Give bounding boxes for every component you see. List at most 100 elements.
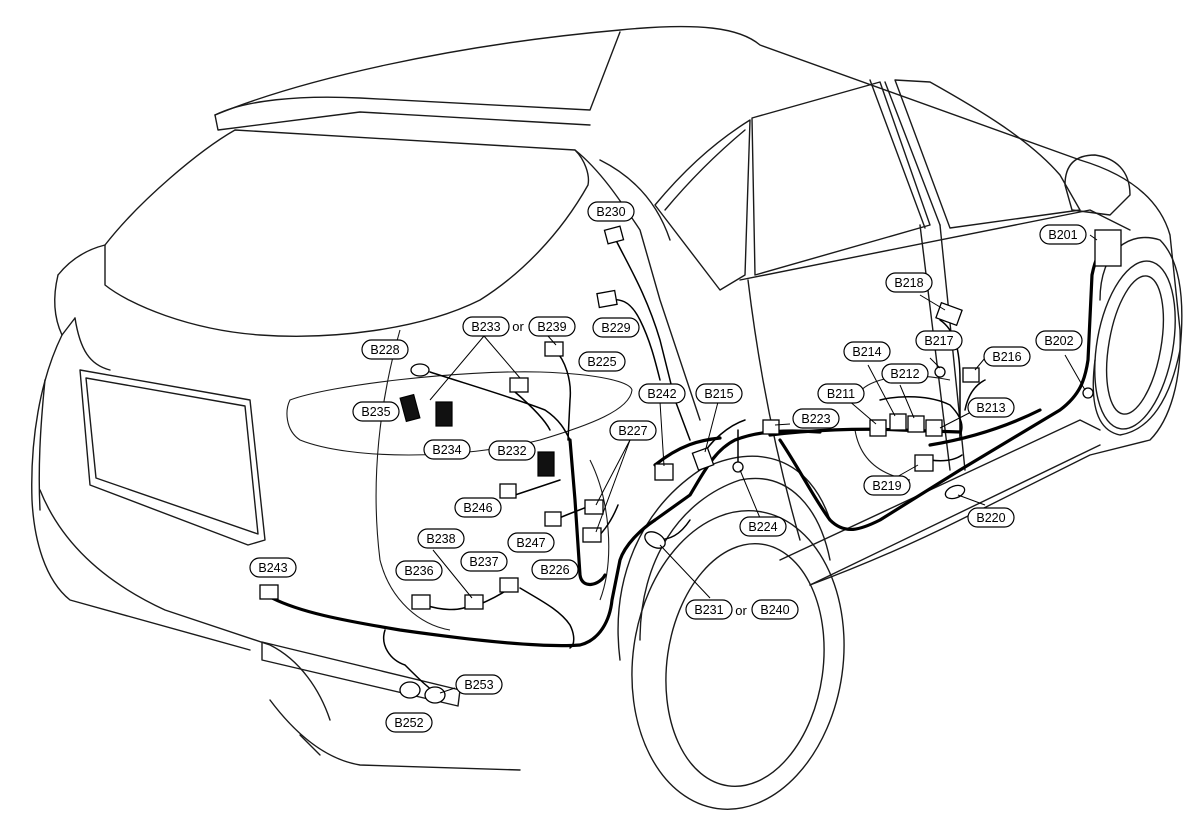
connector-B237 — [499, 577, 519, 593]
label-B202: B202 — [1035, 330, 1083, 351]
connector-B236 — [411, 594, 431, 610]
label-B230: B230 — [587, 201, 635, 222]
svg-text:B218: B218 — [894, 276, 923, 290]
connector-B243 — [259, 584, 279, 600]
svg-text:B228: B228 — [370, 343, 399, 357]
connector-B211 — [869, 419, 887, 437]
label-B232: B232 — [488, 440, 536, 461]
label-B242: B242 — [638, 383, 686, 404]
label-B237: B237 — [460, 551, 508, 572]
svg-text:B201: B201 — [1048, 228, 1077, 242]
connector-B225 — [544, 341, 564, 357]
label-B211: B211 — [817, 383, 865, 404]
label-B216: B216 — [983, 346, 1031, 367]
svg-text:B243: B243 — [258, 561, 287, 575]
connector-B238 — [464, 594, 484, 610]
connector-B217 — [934, 366, 946, 378]
connector-B227 — [584, 499, 604, 515]
svg-text:B213: B213 — [976, 401, 1005, 415]
connector-B223 — [762, 419, 780, 435]
svg-text:B236: B236 — [404, 564, 433, 578]
svg-text:B247: B247 — [516, 536, 545, 550]
label-B236: B236 — [395, 560, 443, 581]
svg-text:B226: B226 — [540, 563, 569, 577]
or-B231-B240: or — [735, 603, 747, 618]
connector-B226 — [582, 527, 602, 543]
connector-B235 — [399, 393, 421, 423]
connector-B242 — [654, 463, 674, 481]
connector-B229 — [596, 289, 618, 309]
svg-text:B212: B212 — [890, 367, 919, 381]
label-B231: B231 — [685, 599, 733, 620]
connector-B230 — [603, 225, 625, 245]
label-B220: B220 — [967, 507, 1015, 528]
label-B213: B213 — [967, 397, 1015, 418]
connector-B219 — [914, 454, 934, 472]
label-B218: B218 — [885, 272, 933, 293]
svg-text:B237: B237 — [469, 555, 498, 569]
svg-text:B227: B227 — [618, 424, 647, 438]
label-B253: B253 — [455, 674, 503, 695]
svg-text:B223: B223 — [801, 412, 830, 426]
svg-text:B230: B230 — [596, 205, 625, 219]
svg-text:B216: B216 — [992, 350, 1021, 364]
label-B240: B240 — [751, 599, 799, 620]
label-B228: B228 — [361, 339, 409, 360]
connector-B231 — [644, 531, 666, 549]
connector-B234 — [435, 401, 453, 427]
svg-text:B224: B224 — [748, 520, 777, 534]
connector-B216 — [962, 367, 980, 383]
svg-text:B242: B242 — [647, 387, 676, 401]
svg-text:B232: B232 — [497, 444, 526, 458]
svg-text:B231: B231 — [694, 603, 723, 617]
connector-B253 — [424, 686, 446, 704]
svg-text:B214: B214 — [852, 345, 881, 359]
svg-text:B225: B225 — [587, 355, 616, 369]
connector-B201 — [1094, 229, 1122, 267]
label-tags: B201 B202 B211 B212 B213 B214 B215 B216 … — [249, 201, 1087, 733]
svg-text:B229: B229 — [601, 321, 630, 335]
svg-text:B202: B202 — [1044, 334, 1073, 348]
connector-B246 — [499, 483, 517, 499]
label-B201: B201 — [1039, 224, 1087, 245]
connector-B213 — [925, 419, 943, 437]
svg-text:B211: B211 — [827, 387, 855, 401]
label-B239: B239 — [528, 316, 576, 337]
svg-text:B233: B233 — [471, 320, 500, 334]
connector-B252 — [399, 681, 421, 699]
label-B212: B212 — [881, 363, 929, 384]
connector-B247 — [544, 511, 562, 527]
label-B225: B225 — [578, 351, 626, 372]
label-B252: B252 — [385, 712, 433, 733]
label-B227: B227 — [609, 420, 657, 441]
label-B215: B215 — [695, 383, 743, 404]
connector-B233 — [509, 377, 529, 393]
label-B229: B229 — [592, 317, 640, 338]
label-B223: B223 — [792, 408, 840, 429]
svg-text:B219: B219 — [872, 479, 901, 493]
svg-text:B246: B246 — [463, 501, 492, 515]
connector-B214 — [889, 413, 907, 431]
connector-B220 — [944, 484, 966, 500]
svg-text:B239: B239 — [537, 320, 566, 334]
label-B217: B217 — [915, 330, 963, 351]
label-B238: B238 — [417, 528, 465, 549]
svg-text:B220: B220 — [976, 511, 1005, 525]
label-B235: B235 — [352, 401, 400, 422]
svg-text:B240: B240 — [760, 603, 789, 617]
svg-text:B238: B238 — [426, 532, 455, 546]
connector-B224 — [732, 461, 744, 473]
svg-text:B234: B234 — [432, 443, 461, 457]
label-B246: B246 — [454, 497, 502, 518]
svg-text:B235: B235 — [361, 405, 390, 419]
leader-lines — [429, 234, 1098, 694]
connectors — [259, 225, 1122, 704]
connector-B202 — [1082, 387, 1094, 399]
connector-B218 — [935, 301, 963, 327]
main-harness — [270, 231, 1107, 696]
label-B219: B219 — [863, 475, 911, 496]
label-B247: B247 — [507, 532, 555, 553]
svg-text:B217: B217 — [924, 334, 953, 348]
